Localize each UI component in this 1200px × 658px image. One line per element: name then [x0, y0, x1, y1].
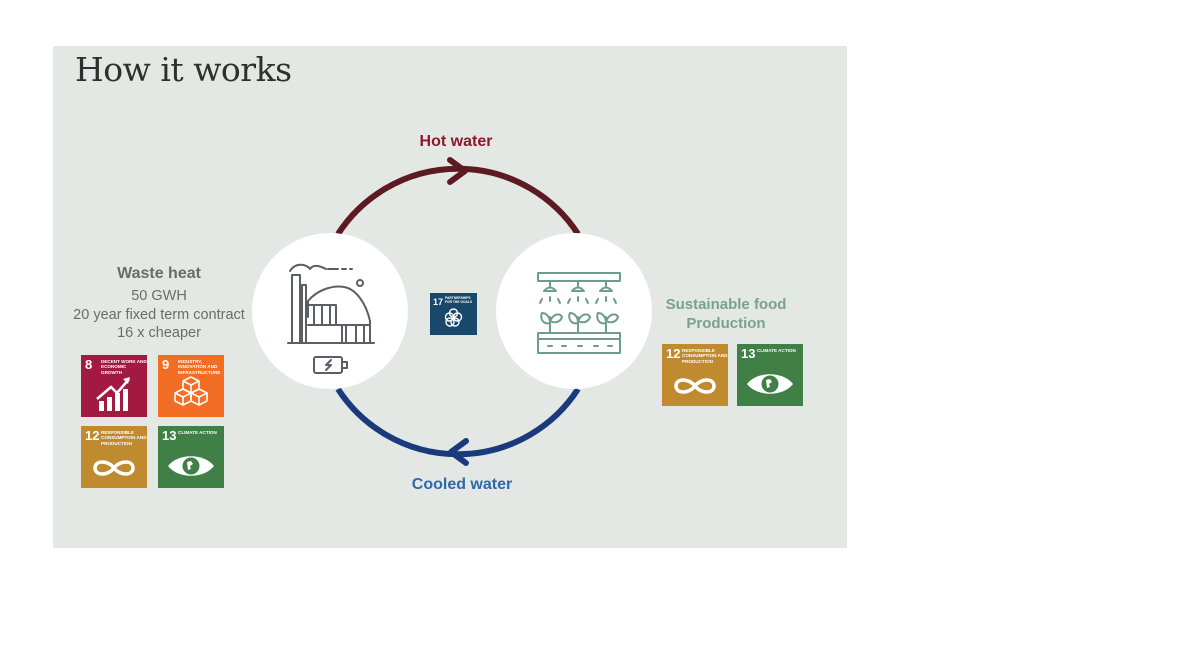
hot-water-arrowhead	[447, 157, 468, 185]
sdg-13-caption: Climate action	[757, 348, 796, 353]
factory-icon	[287, 263, 375, 374]
waste-heat-line: 20 year fixed term contract	[73, 306, 245, 323]
sdg-12-caption: Responsible consumption and production	[101, 430, 147, 446]
sdg-9-number: 9	[162, 357, 170, 372]
farm-node	[496, 233, 652, 389]
sprout-icon	[540, 312, 619, 334]
sdg-12-number: 12	[666, 346, 681, 361]
factory-node	[252, 233, 408, 389]
sdg-13-tile: 13 Climate action	[737, 344, 803, 406]
sdg-17-number: 17	[433, 297, 444, 307]
sdg-8-tile: 8 Decent work and economic growth	[81, 355, 147, 417]
hot-water-label: Hot water	[419, 133, 493, 150]
sdg-8-number: 8	[85, 357, 93, 372]
cooled-water-arrowhead	[448, 438, 469, 466]
sdg-8-caption: Decent work and economic growth	[101, 359, 147, 375]
sdg-13-number: 13	[162, 428, 177, 443]
sdg-13-caption: Climate action	[178, 430, 217, 435]
sdg-12-tile: 12 Responsible consumption and productio…	[662, 344, 728, 406]
growth-chart-icon	[96, 377, 130, 411]
food-production-block: Sustainable food Production	[664, 296, 788, 333]
page-title: How it works	[75, 50, 292, 89]
waste-heat-line: 16 x cheaper	[117, 325, 201, 341]
infinity-icon	[674, 378, 716, 394]
waste-heat-line: 50 GWH	[131, 288, 187, 304]
earth-eye-icon	[747, 374, 793, 394]
waste-heat-block: Waste heat 50 GWH 20 year fixed term con…	[60, 265, 258, 343]
sdg-12-caption: Responsible consumption and production	[682, 348, 728, 364]
cubes-icon	[174, 376, 208, 406]
waste-heat-title: Waste heat	[117, 265, 201, 282]
sdg-13-tile: 13 Climate action	[158, 426, 224, 488]
sdg-17-tile: 17 Partnerships for the goals	[430, 293, 477, 335]
sdg-13-number: 13	[741, 346, 756, 361]
greenhouse-sprinkler-icon	[537, 272, 621, 354]
sdg-17-caption: Partnerships for the goals	[445, 296, 473, 304]
sdg-9-caption: Industry, innovation and infrastructure	[178, 359, 221, 375]
sdg-12-tile: 12 Responsible consumption and productio…	[81, 426, 147, 488]
cooled-water-label: Cooled water	[411, 476, 513, 493]
infinity-icon	[93, 460, 135, 476]
food-title-line1: Sustainable food	[665, 296, 787, 313]
sdg-12-number: 12	[85, 428, 100, 443]
food-title-line2: Production	[686, 314, 766, 332]
sdg-9-tile: 9 Industry, innovation and infrastructur…	[158, 355, 224, 417]
earth-eye-icon	[168, 456, 214, 476]
partnership-rings-icon	[444, 308, 463, 327]
